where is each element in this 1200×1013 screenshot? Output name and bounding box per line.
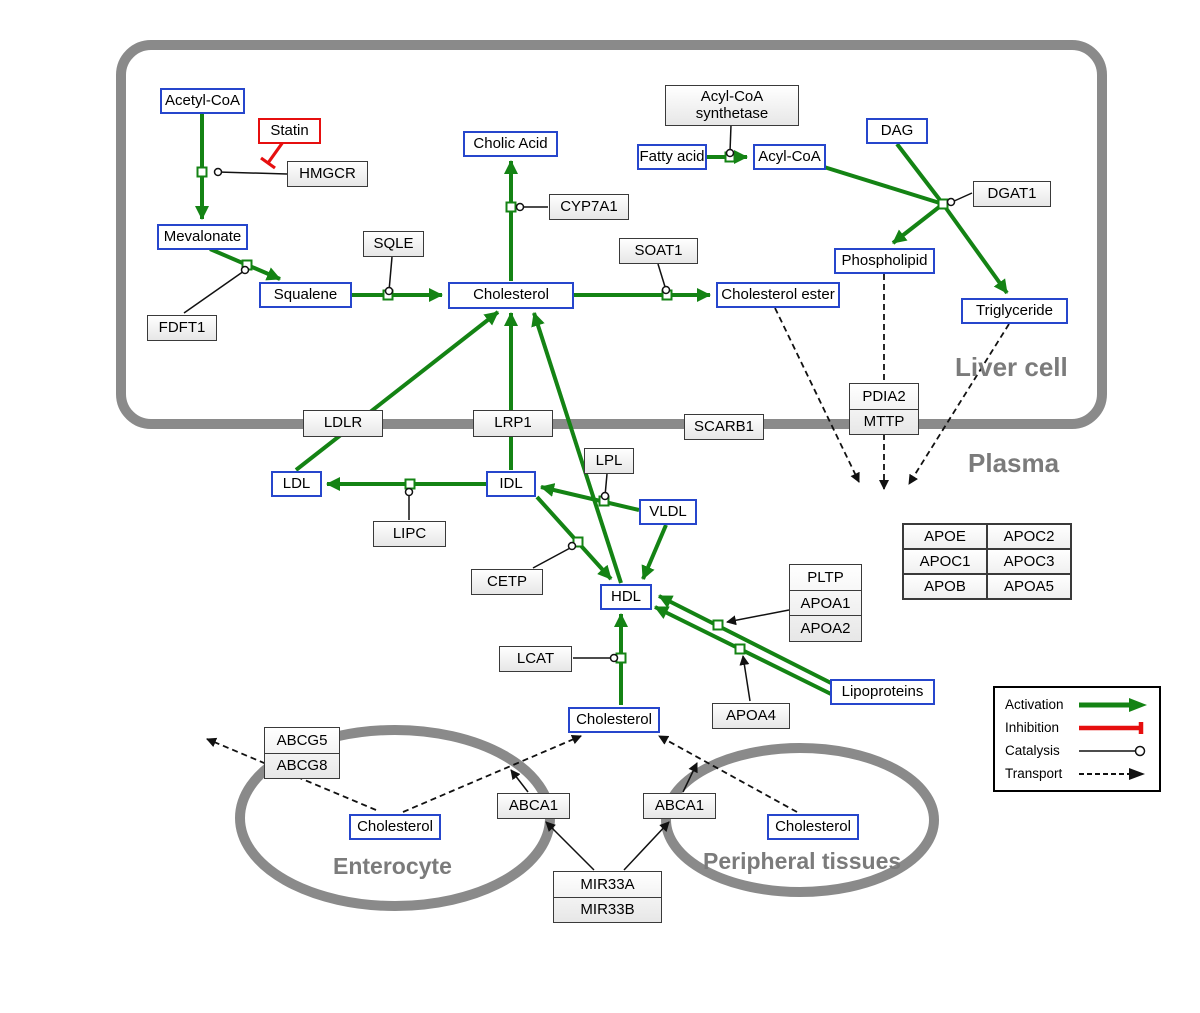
catalysis-end-glyphs <box>213 148 956 663</box>
node-abca1-enterocyte[interactable]: ABCA1 <box>497 793 570 819</box>
node-abcg8[interactable]: ABCG8 <box>265 752 339 779</box>
node-apoa1[interactable]: APOA1 <box>790 589 861 616</box>
node-idl[interactable]: IDL <box>486 471 536 497</box>
node-pdia2[interactable]: PDIA2 <box>862 387 906 405</box>
node-squalene[interactable]: Squalene <box>259 282 352 308</box>
node-triglyceride[interactable]: Triglyceride <box>961 298 1068 324</box>
apo-table-cell[interactable]: APOA5 <box>987 574 1071 599</box>
peripheral-tissues-membrane <box>661 743 939 897</box>
node-mevalonate[interactable]: Mevalonate <box>157 224 248 250</box>
node-hdl[interactable]: HDL <box>600 584 652 610</box>
apo-table-cell[interactable]: APOE <box>903 524 987 549</box>
node-cholesterol-plasma[interactable]: Cholesterol <box>568 707 660 733</box>
apolipoprotein-table: APOE APOC2 APOC1 APOC3 APOB APOA5 <box>902 523 1072 600</box>
legend-inhibition-label: Inhibition <box>1005 720 1060 735</box>
legend-catalysis-label: Catalysis <box>1005 743 1060 758</box>
node-lipoproteins[interactable]: Lipoproteins <box>830 679 935 705</box>
node-cyp7a1[interactable]: CYP7A1 <box>549 194 629 220</box>
acyl-coa-synthetase-line2: synthetase <box>695 104 769 122</box>
node-mttp[interactable]: MTTP <box>850 408 918 435</box>
node-cholesterol-peripheral[interactable]: Cholesterol <box>767 814 859 840</box>
node-apoa4[interactable]: APOA4 <box>712 703 790 729</box>
acyl-coa-synthetase-line1: Acyl-CoA <box>700 88 764 106</box>
node-statin[interactable]: Statin <box>258 118 321 144</box>
apo-table-cell[interactable]: APOC1 <box>903 549 987 574</box>
node-soat1[interactable]: SOAT1 <box>619 238 698 264</box>
node-mir33a[interactable]: MIR33A <box>580 875 635 893</box>
legend-row-catalysis: Catalysis <box>1005 743 1149 759</box>
catalysis-circle-icon <box>1079 745 1146 756</box>
plasma-label: Plasma <box>968 448 1060 478</box>
node-acyl-coa[interactable]: Acyl-CoA <box>753 144 826 170</box>
peripheral-tissues-label: Peripheral tissues <box>703 848 902 874</box>
enterocyte-label: Enterocyte <box>333 853 452 879</box>
apo-table-cell[interactable]: APOC3 <box>987 549 1071 574</box>
node-cetp[interactable]: CETP <box>471 569 543 595</box>
liver-cell-membrane <box>116 40 1107 429</box>
node-abcg-stack: ABCG5 ABCG8 <box>264 727 340 779</box>
node-hmgcr[interactable]: HMGCR <box>287 161 368 187</box>
node-lipc[interactable]: LIPC <box>373 521 446 547</box>
node-mir33b[interactable]: MIR33B <box>554 896 661 923</box>
transport-dashed-arrow-icon <box>1079 767 1145 780</box>
node-mir33-stack: MIR33A MIR33B <box>553 871 662 923</box>
compartment-membranes <box>116 40 1107 911</box>
node-pltp[interactable]: PLTP <box>807 568 844 586</box>
legend-row-transport: Transport <box>1005 766 1149 782</box>
node-ldlr[interactable]: LDLR <box>303 410 383 437</box>
liver-cell-label: Liver cell <box>955 352 1068 382</box>
legend-row-activation: Activation <box>1005 697 1149 713</box>
inhibition-edge <box>260 141 285 170</box>
node-fdft1[interactable]: FDFT1 <box>147 315 217 341</box>
node-acyl-coa-synthetase[interactable]: Acyl-CoA synthetase <box>665 85 799 126</box>
catalysis-edges <box>183 124 973 659</box>
node-phospholipid[interactable]: Phospholipid <box>834 248 935 274</box>
legend: Activation Inhibition Catalysis Transpor… <box>993 686 1161 792</box>
node-dgat1[interactable]: DGAT1 <box>973 181 1051 207</box>
legend-transport-label: Transport <box>1005 766 1063 781</box>
connector-arrows <box>510 609 790 871</box>
node-pdia2-mttp-stack: PDIA2 MTTP <box>849 383 919 435</box>
apo-table-cell[interactable]: APOB <box>903 574 987 599</box>
node-apoa2[interactable]: APOA2 <box>790 615 861 641</box>
node-cholesterol-liver[interactable]: Cholesterol <box>448 282 574 309</box>
node-pltp-apoa-stack: PLTP APOA1 APOA2 <box>789 564 862 642</box>
legend-row-inhibition: Inhibition <box>1005 720 1149 736</box>
node-lpl[interactable]: LPL <box>584 448 634 474</box>
node-vldl[interactable]: VLDL <box>639 499 697 525</box>
inhibition-tbar-icon <box>1079 721 1144 734</box>
activation-arrow-icon <box>1079 697 1147 712</box>
apo-table-cell[interactable]: APOC2 <box>987 524 1071 549</box>
legend-activation-label: Activation <box>1005 697 1064 712</box>
node-abca1-peripheral[interactable]: ABCA1 <box>643 793 716 819</box>
node-lcat[interactable]: LCAT <box>499 646 572 672</box>
node-cholesterol-enterocyte[interactable]: Cholesterol <box>349 814 441 840</box>
node-lrp1[interactable]: LRP1 <box>473 410 553 437</box>
node-scarb1[interactable]: SCARB1 <box>684 414 764 440</box>
node-sqle[interactable]: SQLE <box>363 231 424 257</box>
node-cholesterol-ester[interactable]: Cholesterol ester <box>716 282 840 308</box>
node-ldl[interactable]: LDL <box>271 471 322 497</box>
node-fatty-acid[interactable]: Fatty acid <box>637 144 707 170</box>
node-abcg5[interactable]: ABCG5 <box>276 731 328 749</box>
node-dag[interactable]: DAG <box>866 118 928 144</box>
node-acetyl-coa[interactable]: Acetyl-CoA <box>160 88 245 114</box>
node-cholic-acid[interactable]: Cholic Acid <box>463 131 558 157</box>
